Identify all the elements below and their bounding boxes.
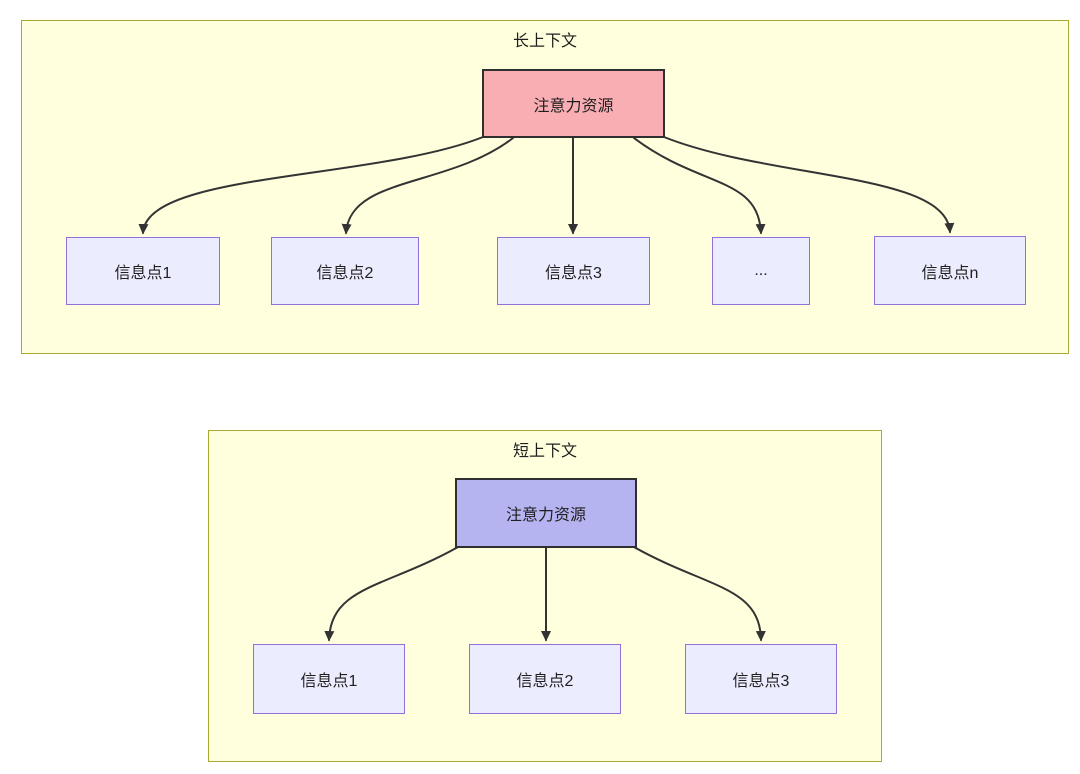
attention-resource-node-long: 注意力资源 (482, 69, 665, 138)
info-point-short-1: 信息点1 (253, 644, 405, 714)
info-point-long-1: 信息点1 (66, 237, 220, 305)
info-point-short-2: 信息点2 (469, 644, 621, 714)
info-point-long-ellipsis: ... (712, 237, 810, 305)
attention-resource-node-short: 注意力资源 (455, 478, 637, 548)
info-point-long-2: 信息点2 (271, 237, 419, 305)
long-context-title: 长上下文 (512, 33, 577, 50)
info-point-short-3: 信息点3 (685, 644, 837, 714)
info-point-long-3: 信息点3 (497, 237, 650, 305)
info-point-long-n: 信息点n (874, 236, 1026, 305)
short-context-title: 短上下文 (512, 443, 577, 460)
